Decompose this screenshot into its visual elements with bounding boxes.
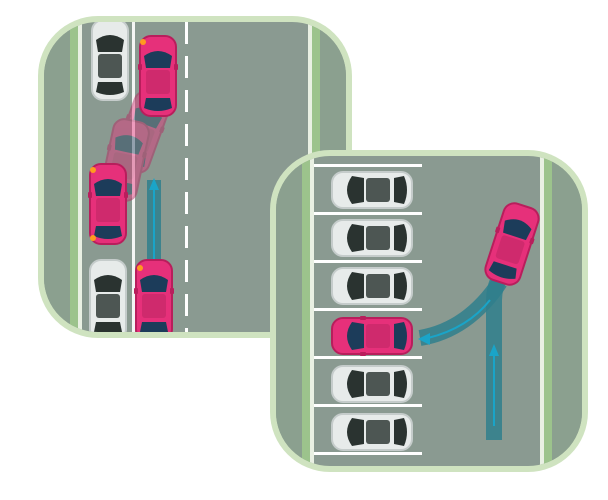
centre-lane-dashes <box>185 22 188 332</box>
bay-car-6 <box>331 413 413 451</box>
bay-car-2 <box>331 219 413 257</box>
perpendicular-parking-panel <box>270 150 588 472</box>
player-car-parked <box>87 163 129 245</box>
parked-car-front <box>91 22 129 101</box>
player-car-bay <box>331 315 413 357</box>
parallel-path-arrow <box>147 178 161 280</box>
bay-car-3 <box>331 267 413 305</box>
player-car-start-top <box>137 35 179 117</box>
bay-car-5 <box>331 365 413 403</box>
parked-car-rear <box>89 259 127 332</box>
parking-bay-lines <box>314 164 422 455</box>
bay-car-1 <box>331 171 413 209</box>
player-car-start <box>133 259 175 332</box>
